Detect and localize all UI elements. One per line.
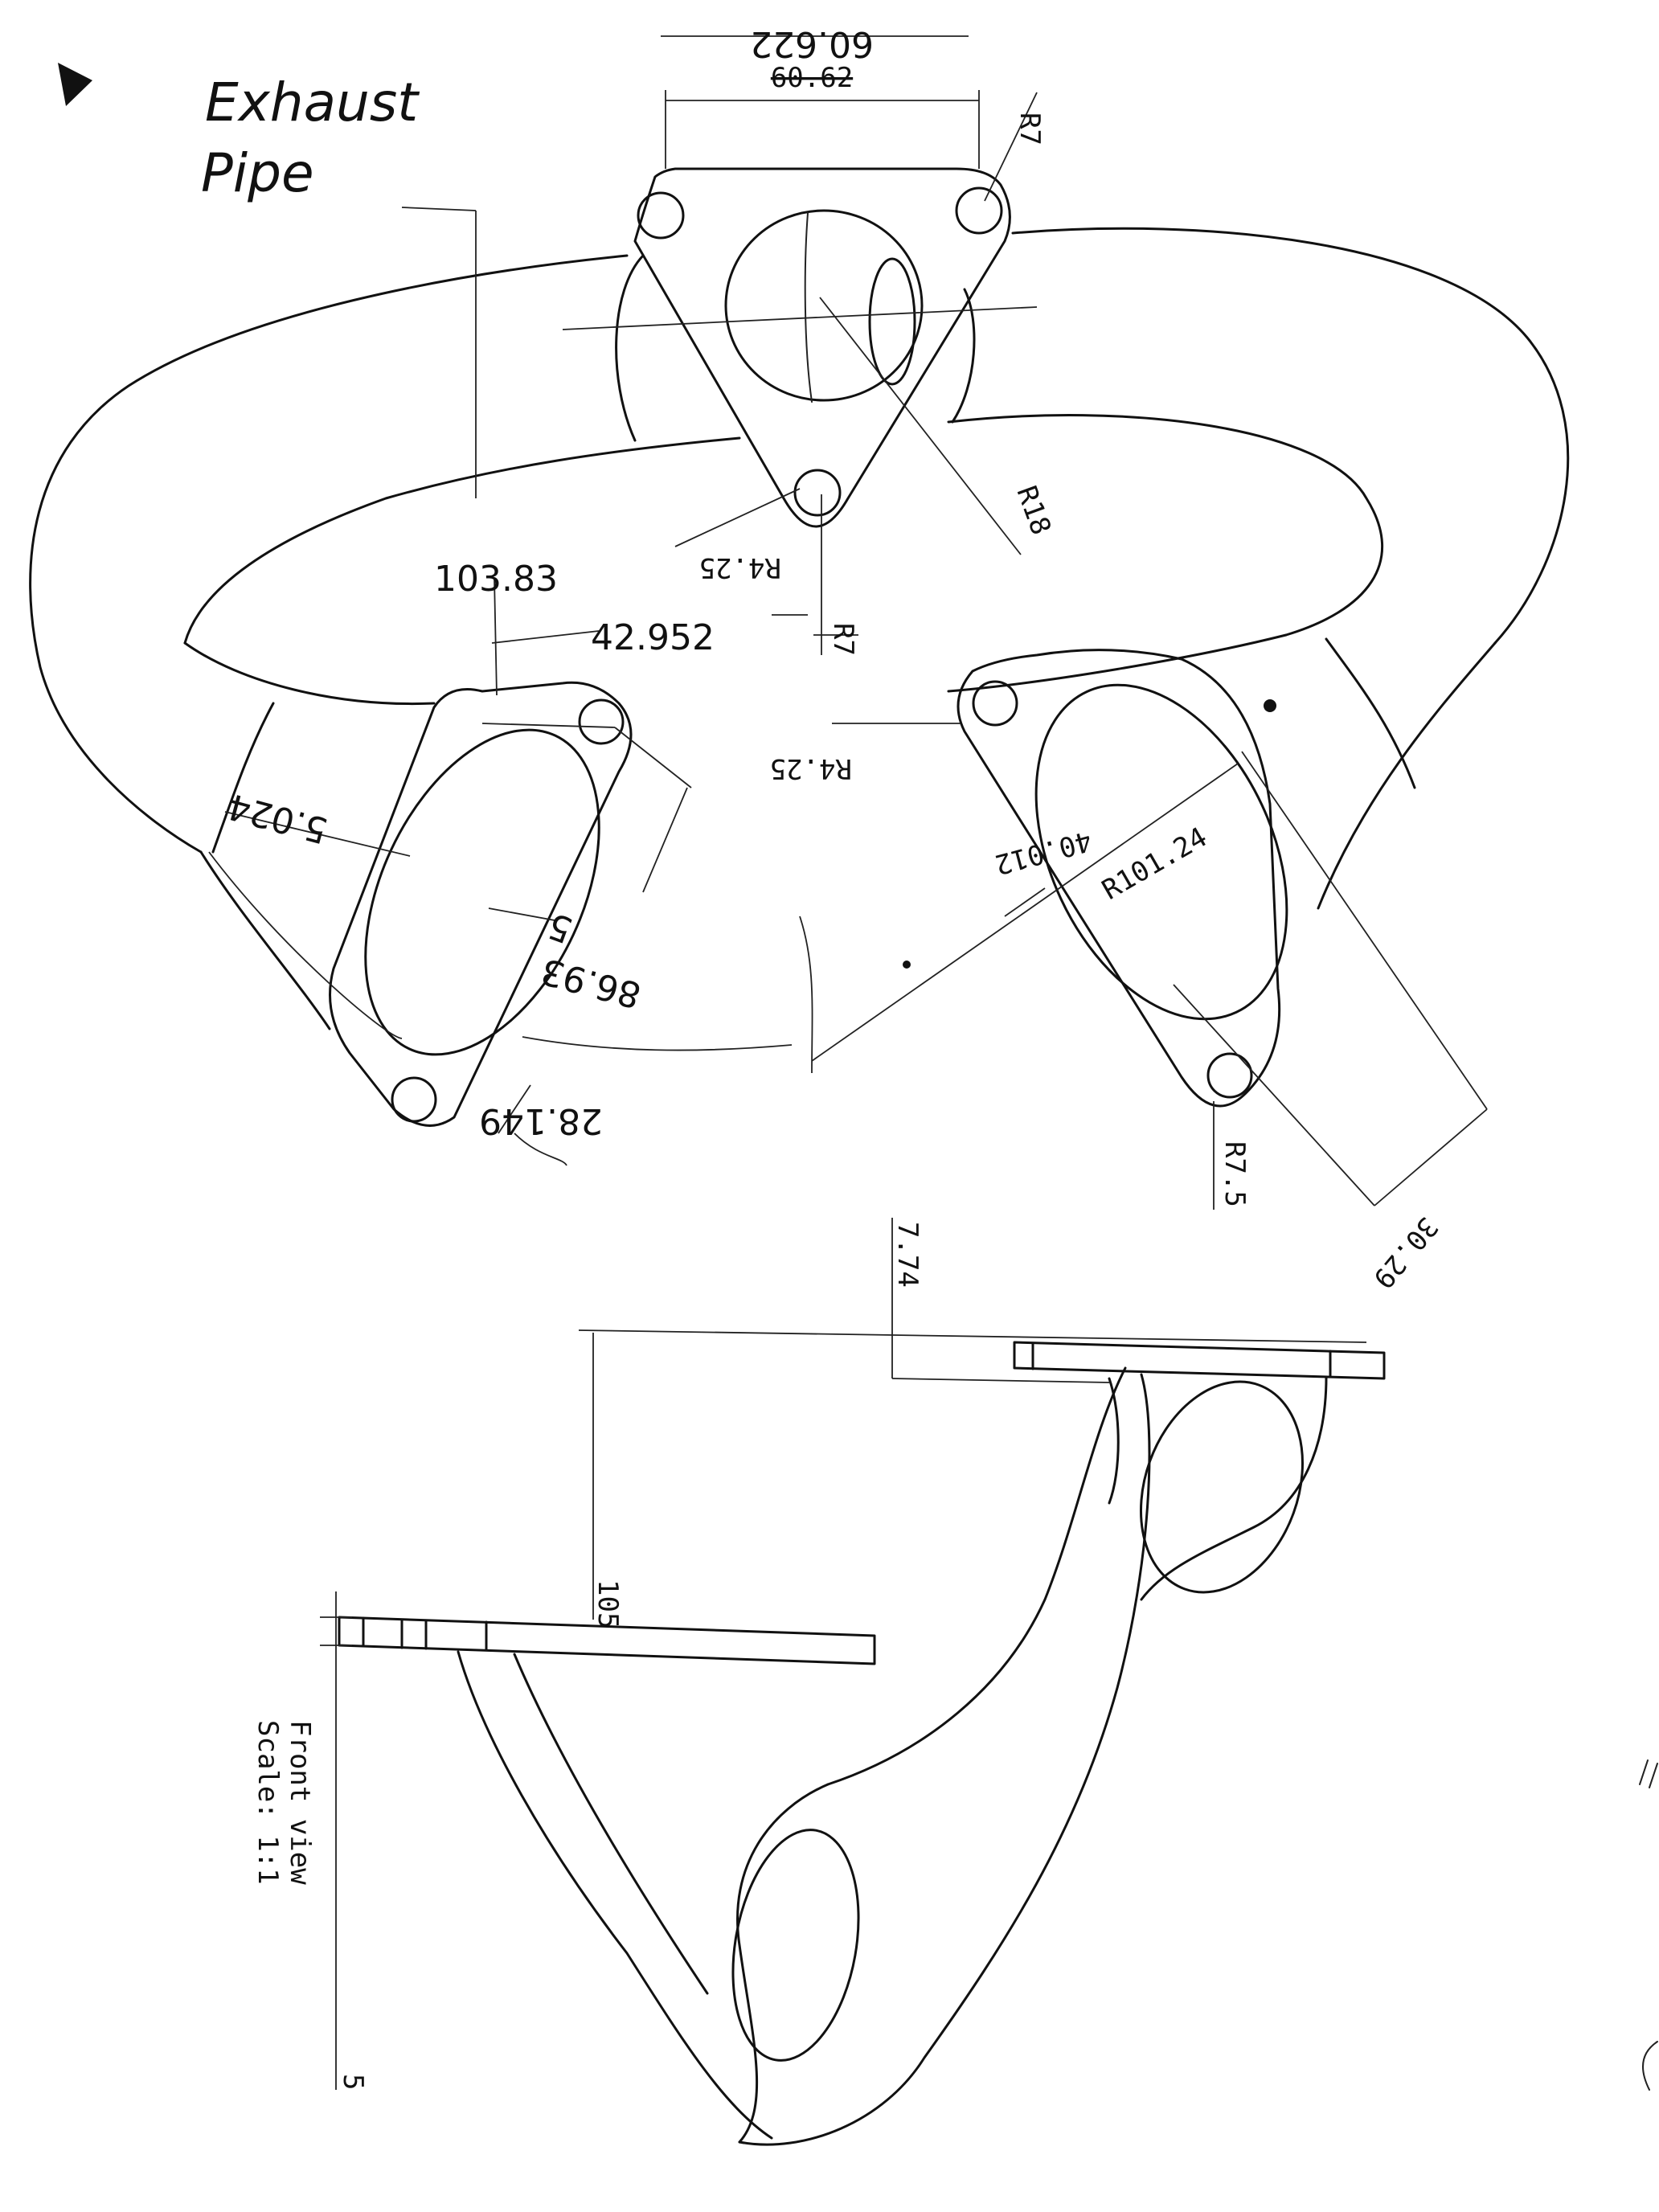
dim-40-012: 40.012 xyxy=(991,824,1095,880)
front-bottom-flange xyxy=(338,1616,876,1665)
flange-bore xyxy=(1034,683,1288,1021)
dim-60-62-struck: 60.62 xyxy=(771,62,853,94)
pipe-outer-contour xyxy=(29,254,629,854)
dim-103-83: 103.83 xyxy=(434,559,558,600)
front-top-flange xyxy=(1013,1341,1386,1380)
top-view-dimension-lines xyxy=(208,35,1488,1210)
bolt-hole xyxy=(578,698,625,745)
title-line1: Exhaust xyxy=(205,72,420,133)
title-line2: Pipe xyxy=(201,142,314,204)
bolt-hole xyxy=(793,469,842,517)
dim-r4-25-center: R4.25 xyxy=(699,551,781,584)
dim-r7-5: R7.5 xyxy=(1219,1141,1251,1207)
dim-r7-top: R7 xyxy=(1014,113,1046,145)
dim-105: 105 xyxy=(592,1579,624,1628)
top-view-dimension-text: 60.622 60.62 R7 R18 R4.25 R7 103.83 42.9… xyxy=(223,23,1444,1294)
bolt-hole xyxy=(1206,1052,1253,1099)
front-view: 7.74 105 5 Front view Scale: 1:1 xyxy=(252,1218,1386,2146)
dim-r101-24: R101.24 xyxy=(1097,821,1213,907)
bolt-hole xyxy=(972,680,1018,727)
bolt-hole xyxy=(955,186,1003,235)
front-view-label: Front view xyxy=(284,1720,316,1885)
dim-r7-center: R7 xyxy=(827,623,859,656)
dim-86-93: 86.93 xyxy=(537,950,645,1016)
pipe-inner-contour xyxy=(183,436,741,645)
bolt-hole xyxy=(637,191,685,240)
flange-bore xyxy=(364,728,600,1056)
front-pipe-body xyxy=(738,1373,1151,2146)
dim-5-024: 5.024 xyxy=(223,785,332,851)
bolt-hole xyxy=(391,1076,437,1123)
top-flange xyxy=(633,167,1011,528)
dim-42-952: 42.952 xyxy=(591,617,715,658)
dim-r4-25-right: R4.25 xyxy=(770,752,852,784)
dim-5-front: 5 xyxy=(337,2074,369,2090)
dim-7-74: 7.74 xyxy=(891,1222,924,1288)
drawing-title: Exhaust Pipe xyxy=(201,72,420,204)
dim-28-149: 28.149 xyxy=(479,1100,603,1141)
dim-60-622-handwritten: 60.622 xyxy=(750,23,874,64)
left-flange xyxy=(329,681,633,1127)
dim-30-29: 30.29 xyxy=(1366,1210,1444,1294)
front-view-dimension-lines xyxy=(320,1218,1367,2090)
dim-5: 5 xyxy=(543,904,578,951)
pipe-right-lobe xyxy=(1011,227,1570,645)
dim-r18: R18 xyxy=(1010,481,1058,539)
flange-bore xyxy=(724,209,924,402)
top-view: 60.622 60.62 R7 R18 R4.25 R7 103.83 42.9… xyxy=(29,23,1570,1294)
front-view-text: 7.74 105 5 Front view Scale: 1:1 xyxy=(252,1222,924,2090)
scale-label: Scale: 1:1 xyxy=(252,1720,284,1885)
scan-marks xyxy=(58,63,1658,2091)
